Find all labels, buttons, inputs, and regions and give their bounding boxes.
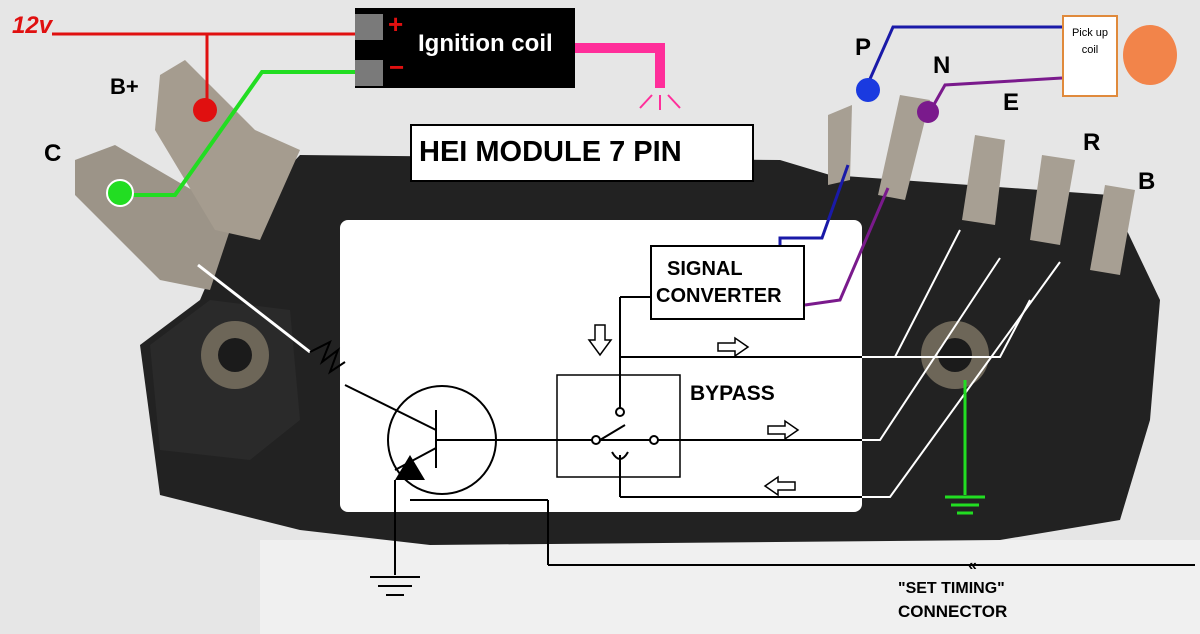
spark-output-wire <box>575 43 665 88</box>
pickup-line2: coil <box>1081 44 1099 56</box>
c-connection-dot <box>106 179 134 207</box>
pin-label-c: C <box>44 140 62 167</box>
bplus-connection-dot <box>193 98 217 122</box>
coil-positive-terminal <box>355 14 383 40</box>
pickup-p-wire <box>864 25 1062 89</box>
spark-icon <box>639 94 681 110</box>
signal-label-line2: CONVERTER <box>656 285 782 307</box>
coil-negative-wire <box>122 70 357 197</box>
diode-symbol <box>395 455 425 480</box>
ground-right <box>945 380 985 515</box>
pickup-magnet <box>1123 25 1177 85</box>
coil-label: Ignition coil <box>418 30 553 57</box>
pin-output-wires <box>862 229 1061 498</box>
n-to-converter-wire <box>804 187 890 307</box>
ignition-coil <box>355 8 575 88</box>
pin-label-e: E <box>1003 89 1020 116</box>
page-title: HEI MODULE 7 PIN <box>419 136 682 168</box>
coil-minus-label: − <box>389 52 405 82</box>
bypass-switch-box <box>556 374 681 478</box>
bypass-label: BYPASS <box>690 382 775 405</box>
p-connection-dot <box>856 78 880 102</box>
background-lower <box>260 540 1200 634</box>
pin-label-p: P <box>855 34 872 61</box>
connector-arrow: « <box>968 557 977 574</box>
title-box <box>410 124 754 182</box>
coil-negative-terminal <box>355 60 383 86</box>
terminal-blades-right <box>828 95 1135 275</box>
supply-wire-12v <box>52 32 357 108</box>
pickup-coil-box <box>1062 15 1118 97</box>
connector-label-line2: CONNECTOR <box>898 602 1008 621</box>
pin-label-r: R <box>1083 129 1101 156</box>
transistor-symbol <box>387 385 497 495</box>
supply-label: 12v <box>12 12 53 39</box>
connector-label-line1: "SET TIMING" <box>898 580 1005 597</box>
pickup-line1: Pick up <box>1071 27 1109 39</box>
resistor-wire <box>197 263 311 354</box>
pickup-coil-label: Pick up coil <box>1065 25 1115 59</box>
coil-plus-label: + <box>388 9 404 39</box>
terminal-blade-bplus <box>155 60 300 240</box>
signal-arrows <box>587 324 800 497</box>
n-connection-dot <box>917 101 939 123</box>
signal-label-line1: SIGNAL <box>667 258 743 280</box>
pin-label-bplus: B+ <box>110 74 139 99</box>
pickup-n-wire <box>930 76 1063 109</box>
signal-converter-box <box>650 245 805 320</box>
p-to-converter-wire <box>778 164 850 245</box>
pin-label-b: B <box>1138 168 1156 195</box>
pin-label-n: N <box>933 52 951 79</box>
